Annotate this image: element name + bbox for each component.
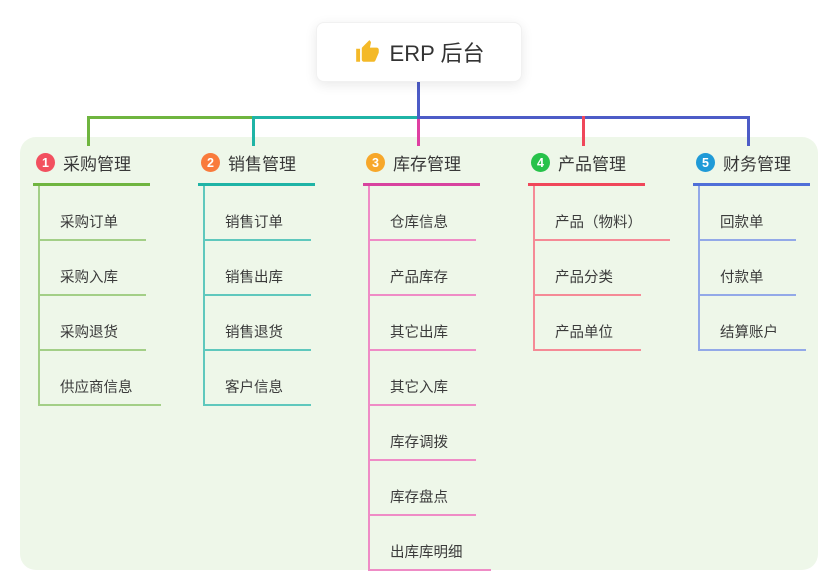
node-label: 销售退货 [225, 325, 283, 341]
thumbs-up-icon [354, 39, 380, 65]
node-inout-detail[interactable]: 出库库明细 [370, 516, 491, 571]
node-stock-transfer[interactable]: 库存调拨 [370, 406, 476, 461]
branch-title-purchase[interactable]: 1 采购管理 [33, 146, 150, 186]
node-label: 销售出库 [225, 270, 283, 286]
branch-children-purchase: 采购订单 采购入库 采购退货 供应商信息 [38, 186, 161, 406]
branch-children-sales: 销售订单 销售出库 销售退货 客户信息 [203, 186, 311, 406]
node-label: 回款单 [720, 215, 764, 231]
node-product-unit[interactable]: 产品单位 [535, 296, 641, 351]
node-sales-outbound[interactable]: 销售出库 [205, 241, 311, 296]
node-label: 库存调拨 [390, 435, 448, 451]
node-other-inbound[interactable]: 其它入库 [370, 351, 476, 406]
mindmap-canvas [20, 137, 818, 570]
branch-title-finance[interactable]: 5 财务管理 [693, 146, 810, 186]
branch-badge-2: 2 [201, 153, 220, 172]
node-label: 仓库信息 [390, 215, 448, 231]
branch-inventory: 3 库存管理 仓库信息 产品库存 其它出库 其它入库 库存调拨 库存盘点 出库库… [363, 146, 523, 571]
branch-sales: 2 销售管理 销售订单 销售出库 销售退货 客户信息 [198, 146, 358, 406]
root-trunk-line [417, 82, 420, 116]
node-receipt-order[interactable]: 回款单 [700, 186, 796, 241]
node-label: 产品单位 [555, 325, 613, 341]
node-label: 出库库明细 [390, 545, 463, 561]
node-settlement-account[interactable]: 结算账户 [700, 296, 806, 351]
node-product-material[interactable]: 产品（物料） [535, 186, 670, 241]
node-label: 其它出库 [390, 325, 448, 341]
node-purchase-inbound[interactable]: 采购入库 [40, 241, 146, 296]
node-purchase-return[interactable]: 采购退货 [40, 296, 146, 351]
node-customer-info[interactable]: 客户信息 [205, 351, 311, 406]
branch-purchase: 1 采购管理 采购订单 采购入库 采购退货 供应商信息 [33, 146, 193, 406]
node-label: 销售订单 [225, 215, 283, 231]
root-node[interactable]: ERP 后台 [316, 22, 522, 82]
horizontal-connector-left [87, 116, 254, 119]
branch-badge-4: 4 [531, 153, 550, 172]
branch-badge-3: 3 [366, 153, 385, 172]
node-label: 付款单 [720, 270, 764, 286]
node-label: 产品库存 [390, 270, 448, 286]
node-label: 采购退货 [60, 325, 118, 341]
branch-product: 4 产品管理 产品（物料） 产品分类 产品单位 [528, 146, 688, 351]
branch-label: 财务管理 [723, 155, 791, 174]
node-label: 采购入库 [60, 270, 118, 286]
branch-badge-1: 1 [36, 153, 55, 172]
branch-children-finance: 回款单 付款单 结算账户 [698, 186, 806, 351]
root-title: ERP 后台 [389, 41, 485, 66]
node-warehouse-info[interactable]: 仓库信息 [370, 186, 476, 241]
branch-label: 采购管理 [63, 155, 131, 174]
node-sales-order[interactable]: 销售订单 [205, 186, 311, 241]
node-supplier-info[interactable]: 供应商信息 [40, 351, 161, 406]
node-label: 其它入库 [390, 380, 448, 396]
node-label: 客户信息 [225, 380, 283, 396]
branch-drop-line-4 [582, 116, 585, 146]
branch-badge-5: 5 [696, 153, 715, 172]
node-label: 采购订单 [60, 215, 118, 231]
branch-label: 产品管理 [558, 155, 626, 174]
horizontal-connector-mid [253, 116, 418, 119]
node-sales-return[interactable]: 销售退货 [205, 296, 311, 351]
branch-label: 库存管理 [393, 155, 461, 174]
node-product-category[interactable]: 产品分类 [535, 241, 641, 296]
node-label: 库存盘点 [390, 490, 448, 506]
branch-drop-line-1 [87, 116, 90, 146]
node-label: 产品分类 [555, 270, 613, 286]
branch-title-sales[interactable]: 2 销售管理 [198, 146, 315, 186]
node-label: 产品（物料） [555, 215, 642, 231]
branch-drop-line-5 [747, 116, 750, 146]
node-purchase-order[interactable]: 采购订单 [40, 186, 146, 241]
node-label: 结算账户 [720, 325, 778, 341]
node-stock-check[interactable]: 库存盘点 [370, 461, 476, 516]
branch-children-product: 产品（物料） 产品分类 产品单位 [533, 186, 670, 351]
branch-label: 销售管理 [228, 155, 296, 174]
branch-title-inventory[interactable]: 3 库存管理 [363, 146, 480, 186]
branch-drop-line-3 [417, 119, 420, 146]
branch-finance: 5 财务管理 回款单 付款单 结算账户 [693, 146, 839, 351]
node-label: 供应商信息 [60, 380, 133, 396]
node-other-outbound[interactable]: 其它出库 [370, 296, 476, 351]
node-payment-order[interactable]: 付款单 [700, 241, 796, 296]
branch-title-product[interactable]: 4 产品管理 [528, 146, 645, 186]
branch-children-inventory: 仓库信息 产品库存 其它出库 其它入库 库存调拨 库存盘点 出库库明细 [368, 186, 491, 571]
node-product-stock[interactable]: 产品库存 [370, 241, 476, 296]
branch-drop-line-2 [252, 116, 255, 146]
